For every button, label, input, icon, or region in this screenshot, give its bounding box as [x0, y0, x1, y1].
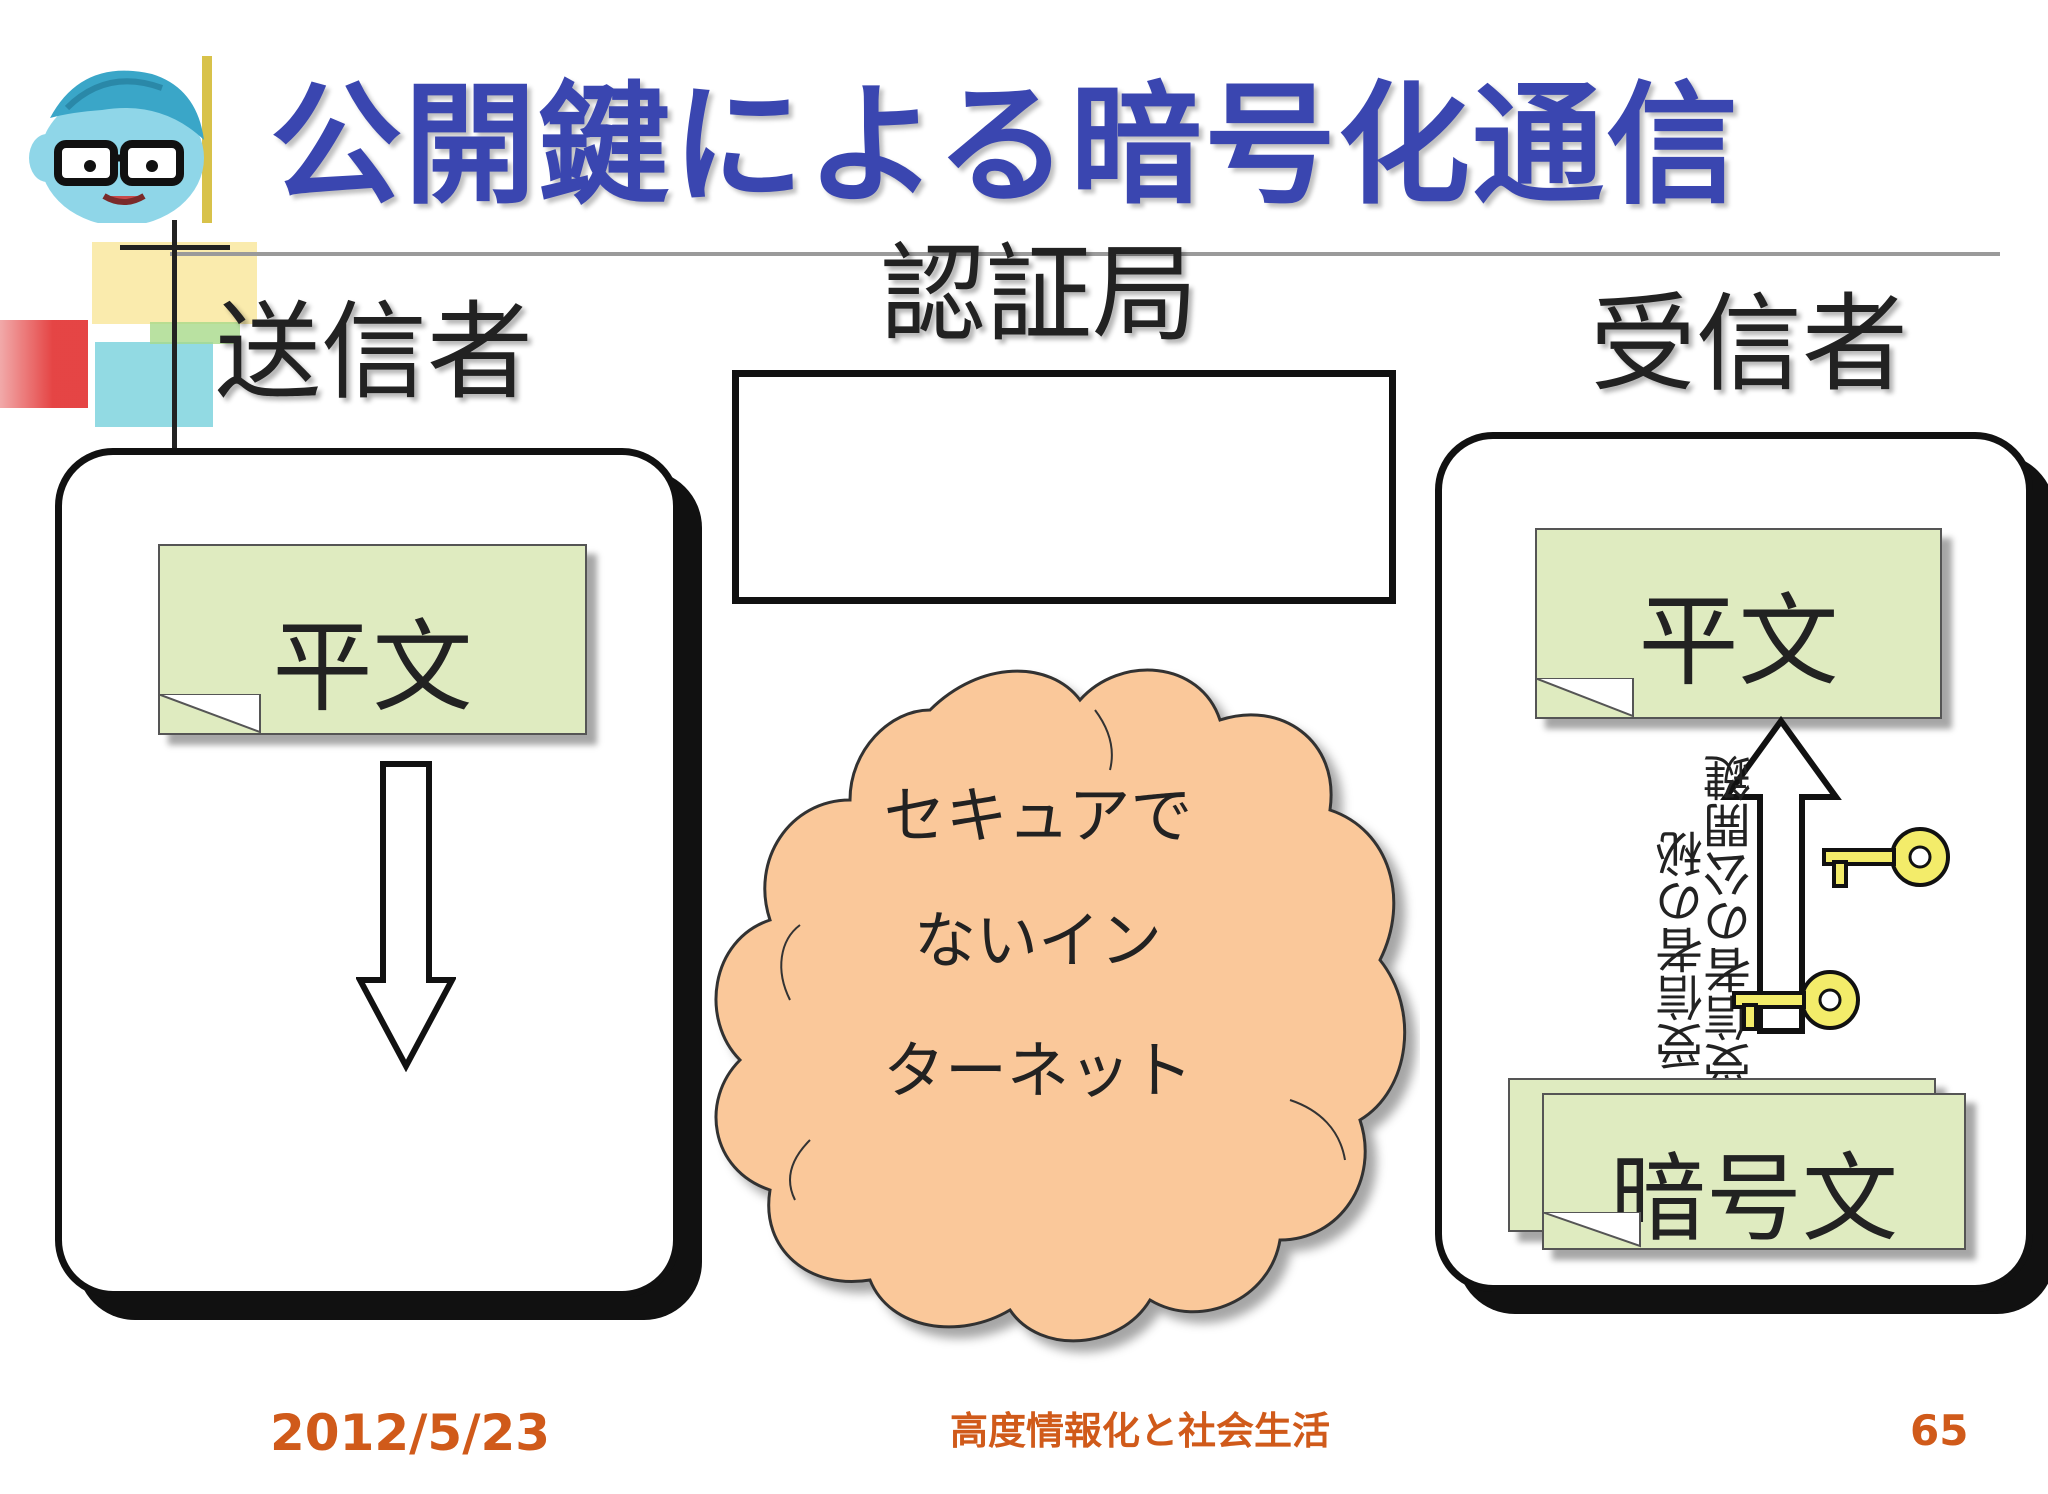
certification-authority-box [732, 370, 1396, 604]
certification-authority-heading: 認証局 [880, 233, 1198, 356]
document-fold-icon [158, 694, 261, 734]
sender-plaintext-document: 平文 [158, 544, 587, 735]
decor-horizontal-line [120, 245, 230, 250]
cloud-label-line-2: ないイン [913, 904, 1162, 977]
sender-plaintext-label: 平文 [272, 609, 473, 726]
receiver-private-key-label: 受信者の秘 [1656, 830, 1712, 1070]
key-icon [1732, 970, 1860, 1031]
down-arrow-icon [356, 761, 456, 1072]
receiver-heading: 受信者 [1590, 283, 1908, 406]
decor-vertical-line [172, 220, 177, 452]
decor-square-red [0, 320, 88, 408]
sender-heading: 送信者 [215, 291, 533, 414]
page-number: 65 [1910, 1406, 1969, 1455]
decor-square-cyan [95, 342, 213, 427]
document-fold-icon [1542, 1212, 1641, 1248]
cloud-label-line-3: ターネット [882, 1034, 1193, 1107]
receiver-plaintext-label: 平文 [1638, 583, 1839, 700]
receiver-ciphertext-label: 暗号文 [1610, 1143, 1898, 1255]
slide-title: 公開鍵による暗号化通信 [270, 69, 1741, 223]
footer-date: 2012/5/23 [270, 1404, 551, 1462]
cloud-label-line-1: セキュアで [883, 779, 1193, 852]
title-underline [170, 252, 2000, 256]
teacher-mascot-icon [29, 56, 212, 223]
key-icon [1822, 827, 1950, 888]
internet-cloud [714, 668, 1407, 1343]
footer-course: 高度情報化と社会生活 [950, 1409, 1331, 1453]
document-fold-icon [1535, 678, 1634, 718]
